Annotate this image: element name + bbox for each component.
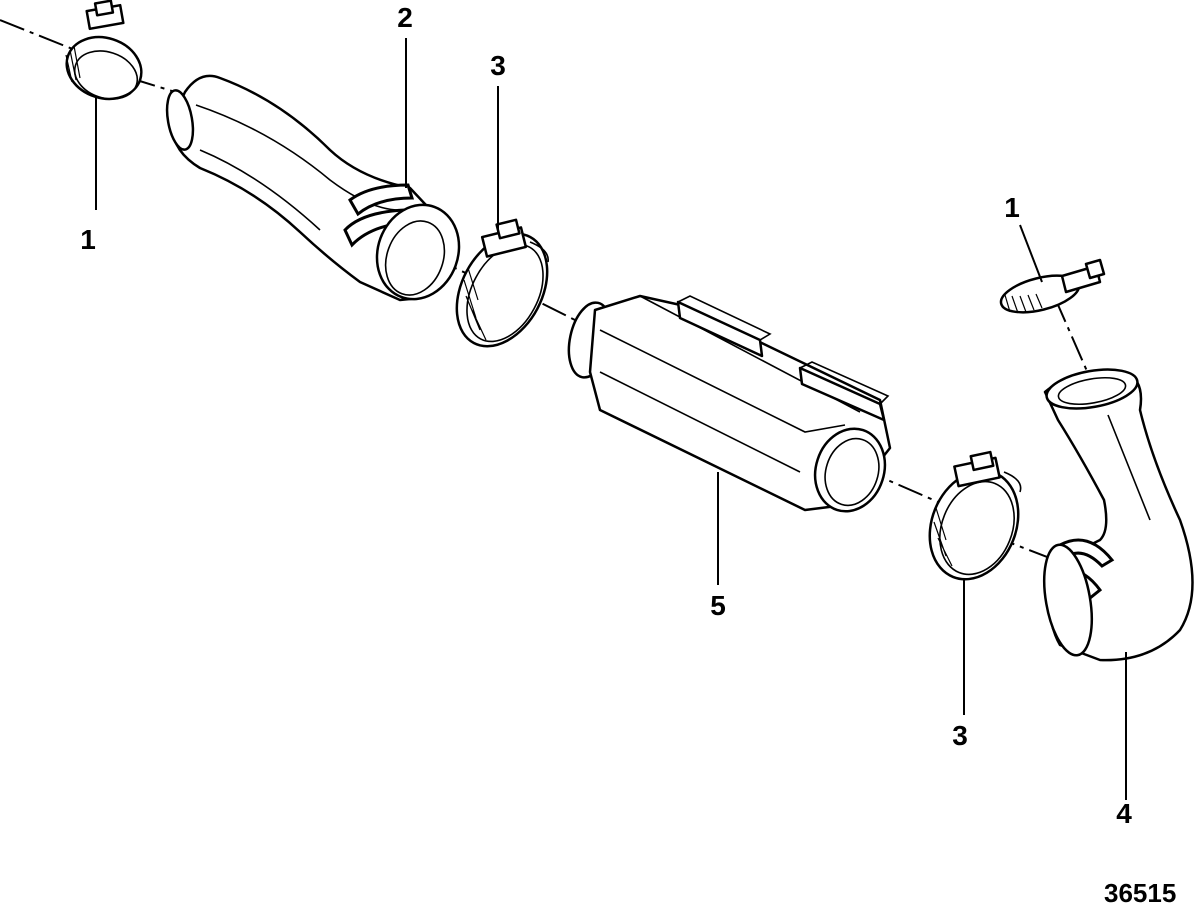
- hose-clamp-lower: [928, 450, 1022, 581]
- hose-clamp-right: [999, 258, 1106, 314]
- leader-lines: [95, 38, 1127, 800]
- hose-clamp-upper: [455, 218, 549, 348]
- cooler-body: [567, 294, 892, 513]
- figure-number: 36515: [1104, 878, 1177, 908]
- hose-clamp-left: [65, 0, 143, 101]
- callout-2-upper-hose: 2: [397, 2, 413, 33]
- callout-3-upper-clamp: 3: [490, 50, 506, 81]
- callout-1-right-clamp: 1: [1004, 192, 1020, 223]
- callout-5-cooler: 5: [710, 590, 726, 621]
- callout-3-lower-clamp: 3: [952, 720, 968, 751]
- hose-elbow: [1043, 368, 1194, 662]
- callout-4-elbow-hose: 4: [1116, 798, 1132, 829]
- hose-upper: [165, 74, 461, 302]
- callout-1-left-clamp: 1: [80, 224, 96, 255]
